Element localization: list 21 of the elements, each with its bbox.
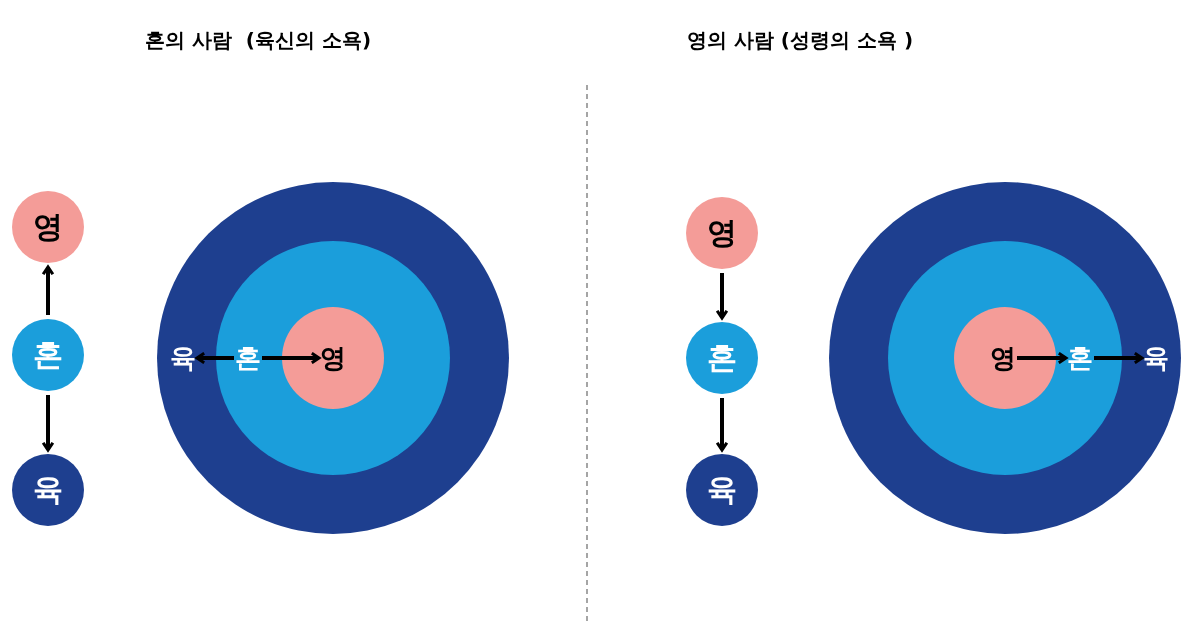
node-label: 영 [707, 218, 737, 248]
heading: 혼의 사람 (육신의 소욕) [144, 30, 372, 50]
node-label: 육 [707, 475, 737, 505]
node-label: 혼 [235, 345, 261, 371]
node-label: 혼 [707, 343, 737, 373]
node-label: 영 [33, 212, 63, 242]
node-label: 혼 [33, 340, 63, 370]
arrow [715, 273, 729, 320]
arrow [715, 398, 729, 452]
arrow [1094, 351, 1144, 365]
node-label: 영 [320, 345, 346, 371]
node-label: 육 [1143, 345, 1169, 371]
node-label: 육 [33, 475, 63, 505]
node-label: 혼 [1067, 345, 1093, 371]
heading: 영의 사람 (성령의 소욕 ) [686, 30, 914, 50]
arrow [195, 351, 234, 365]
arrow [1017, 351, 1068, 365]
node-label: 영 [990, 345, 1016, 371]
arrow [41, 265, 55, 315]
node-label: 육 [170, 345, 196, 371]
arrow [41, 395, 55, 452]
